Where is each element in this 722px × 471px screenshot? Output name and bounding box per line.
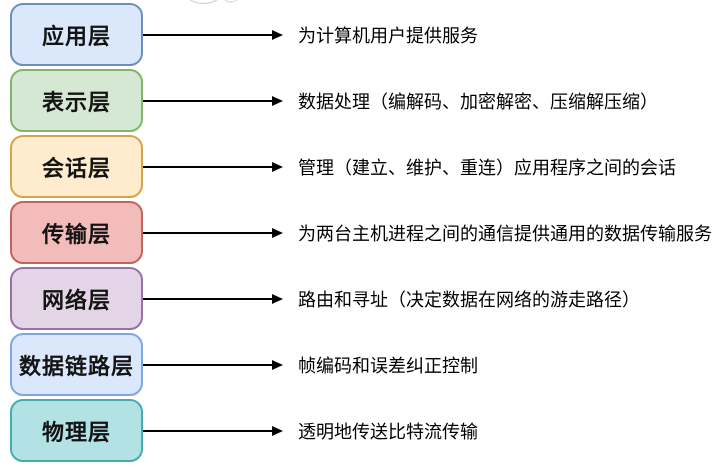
connector-arrow bbox=[143, 95, 285, 106]
layer-box-session: 会话层 bbox=[10, 135, 143, 198]
arrowhead-icon bbox=[272, 227, 283, 238]
layer-label: 数据链路层 bbox=[18, 353, 134, 379]
layer-description: 路由和寻址（决定数据在网络的游走路径） bbox=[298, 289, 640, 310]
layer-description: 帧编码和误差纠正控制 bbox=[298, 355, 478, 376]
cropped-sketch-artifact bbox=[189, 0, 238, 5]
arrow-line bbox=[143, 231, 273, 234]
layer-box-physical: 物理层 bbox=[10, 399, 143, 462]
arrowhead-icon bbox=[272, 293, 283, 304]
connector-arrow bbox=[143, 425, 285, 436]
layer-label: 会话层 bbox=[41, 155, 111, 181]
layer-box-transport: 传输层 bbox=[10, 201, 143, 264]
layer-label: 传输层 bbox=[41, 221, 111, 247]
layer-label: 表示层 bbox=[41, 89, 111, 115]
layer-description: 透明地传送比特流传输 bbox=[298, 421, 478, 442]
arrow-line bbox=[143, 99, 273, 102]
layer-description: 管理（建立、维护、重连）应用程序之间的会话 bbox=[298, 157, 676, 178]
layer-stack: 应用层 为计算机用户提供服务 表示层 数据处理（编解码、加密解密、压缩解压缩） … bbox=[0, 3, 712, 462]
layer-row-network: 网络层 路由和寻址（决定数据在网络的游走路径） bbox=[0, 267, 712, 330]
connector-arrow bbox=[143, 161, 285, 172]
layer-row-presentation: 表示层 数据处理（编解码、加密解密、压缩解压缩） bbox=[0, 69, 712, 132]
layer-description: 为计算机用户提供服务 bbox=[298, 25, 478, 46]
layer-box-application: 应用层 bbox=[10, 3, 143, 66]
arrowhead-icon bbox=[272, 359, 283, 370]
layer-description: 为两台主机进程之间的通信提供通用的数据传输服务 bbox=[298, 223, 712, 244]
arrowhead-icon bbox=[272, 95, 283, 106]
layer-description: 数据处理（编解码、加密解密、压缩解压缩） bbox=[298, 91, 658, 112]
layer-label: 物理层 bbox=[41, 419, 111, 445]
layer-box-presentation: 表示层 bbox=[10, 69, 143, 132]
layer-label: 网络层 bbox=[41, 287, 111, 313]
layer-row-physical: 物理层 透明地传送比特流传输 bbox=[0, 399, 712, 462]
connector-arrow bbox=[143, 293, 285, 304]
layer-box-data-link: 数据链路层 bbox=[10, 333, 143, 396]
connector-arrow bbox=[143, 359, 285, 370]
layer-row-data-link: 数据链路层 帧编码和误差纠正控制 bbox=[0, 333, 712, 396]
arrowhead-icon bbox=[272, 161, 283, 172]
layer-label: 应用层 bbox=[41, 23, 111, 49]
arrow-line bbox=[143, 363, 273, 366]
arrow-line bbox=[143, 33, 273, 36]
arrowhead-icon bbox=[272, 29, 283, 40]
arrow-line bbox=[143, 165, 273, 168]
layer-row-application: 应用层 为计算机用户提供服务 bbox=[0, 3, 712, 66]
connector-arrow bbox=[143, 227, 285, 238]
layer-row-transport: 传输层 为两台主机进程之间的通信提供通用的数据传输服务 bbox=[0, 201, 712, 264]
arrowhead-icon bbox=[272, 425, 283, 436]
layer-row-session: 会话层 管理（建立、维护、重连）应用程序之间的会话 bbox=[0, 135, 712, 198]
arrow-line bbox=[143, 297, 273, 300]
connector-arrow bbox=[143, 29, 285, 40]
layer-box-network: 网络层 bbox=[10, 267, 143, 330]
arrow-line bbox=[143, 429, 273, 432]
